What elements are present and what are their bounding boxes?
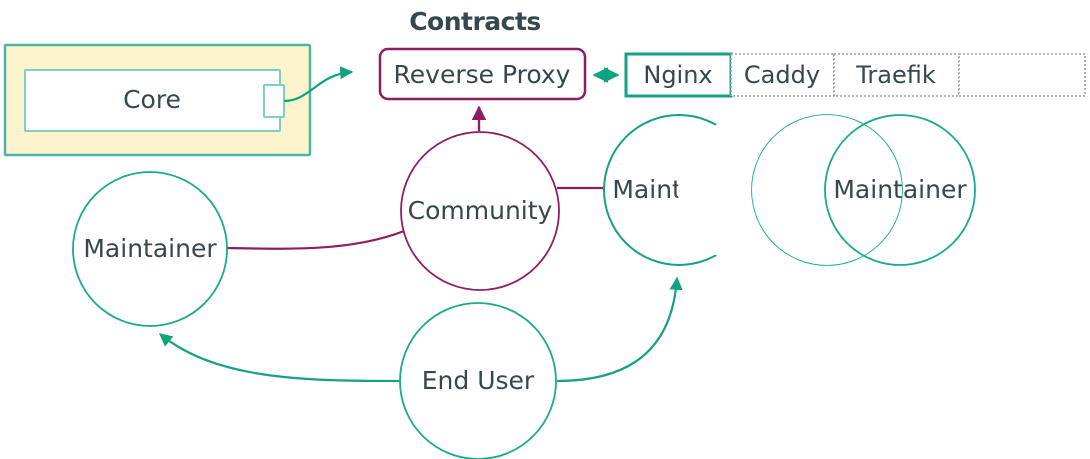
- implementation-box-row: Nginx Caddy Traefik: [624, 52, 1086, 98]
- impl-box-caddy[interactable]: Caddy: [730, 53, 835, 97]
- core-port[interactable]: [263, 84, 285, 118]
- actor-community[interactable]: Community: [400, 131, 560, 291]
- impl-box-traefik[interactable]: Traefik: [833, 53, 960, 97]
- impl-box-caddy-label: Caddy: [744, 61, 820, 89]
- impl-box-nginx-label: Nginx: [643, 61, 712, 89]
- actor-maintainer-right-3[interactable]: Maintainer: [824, 114, 976, 266]
- reverse-proxy-box: [378, 47, 587, 101]
- actor-community-circle: [400, 131, 560, 291]
- actor-community-label: Community: [408, 196, 553, 225]
- edge-end-user-to-maintainer-left: [158, 333, 401, 383]
- actor-maintainer-left-circle: [72, 171, 228, 327]
- page-title: Contracts: [409, 7, 541, 36]
- reverse-proxy-node[interactable]: Reverse Proxy: [378, 47, 587, 101]
- actor-maintainer-left-label: Maintainer: [83, 234, 217, 263]
- edge-core-to-reverse-proxy: [283, 66, 354, 103]
- impl-box-caddy-rect: [730, 53, 835, 97]
- core-package[interactable]: Core: [3, 43, 312, 157]
- edge-community-to-maintainer-left: [226, 229, 405, 250]
- reverse-proxy-label: Reverse Proxy: [394, 60, 571, 89]
- impl-box-nginx[interactable]: Nginx: [624, 52, 733, 98]
- actor-end-user-label: End User: [422, 366, 535, 395]
- impl-box-empty[interactable]: [958, 53, 1086, 97]
- actor-end-user-circle: [399, 302, 557, 459]
- actor-maintainer-left[interactable]: Maintainer: [72, 171, 228, 327]
- edge-end-user-to-maintainer-right: [556, 276, 683, 383]
- actor-maintainer-right-1[interactable]: Maintainer: [603, 114, 755, 266]
- actor-maintainer-right-1-label: Maintainer: [612, 175, 746, 204]
- impl-box-empty-rect: [958, 53, 1086, 97]
- actor-maintainer-right-3-circle: [824, 114, 976, 266]
- impl-box-traefik-rect: [833, 53, 960, 97]
- core-label: Core: [123, 85, 181, 114]
- actor-maintainer-right-3-label: Maintainer: [833, 175, 967, 204]
- impl-box-traefik-label: Traefik: [855, 61, 936, 89]
- actor-end-user[interactable]: End User: [399, 302, 557, 459]
